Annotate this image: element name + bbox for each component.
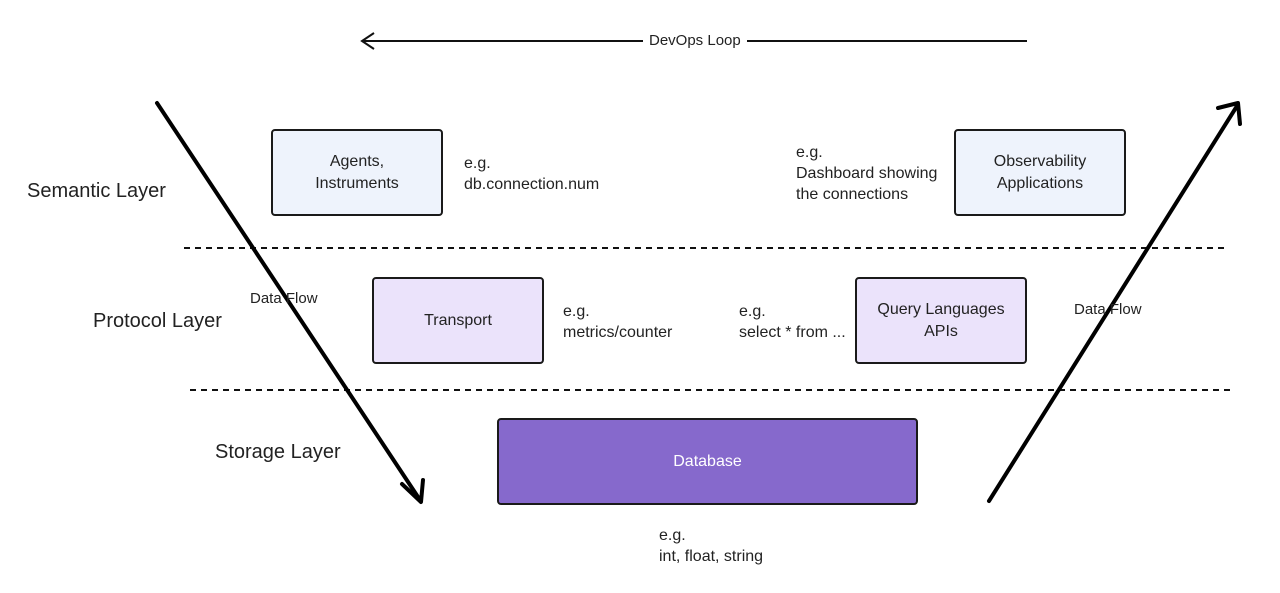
transport-box: Transport xyxy=(372,277,544,364)
data-flow-up-arrowhead xyxy=(1216,101,1242,126)
database-label: Database xyxy=(673,452,742,470)
observability-applications-box: Observability Applications xyxy=(954,129,1126,216)
query-languages-label: Query Languages APIs xyxy=(877,300,1005,340)
database-example-note: e.g. int, float, string xyxy=(659,527,764,565)
protocol-layer-label: Protocol Layer xyxy=(93,310,222,332)
query-example-note: e.g. select * from ... xyxy=(739,303,846,341)
database-box: Database xyxy=(497,418,918,505)
data-flow-down-arrow xyxy=(155,101,422,502)
agents-instruments-box: Agents, Instruments xyxy=(271,129,443,216)
agents-instruments-label: Agents, Instruments xyxy=(315,152,399,192)
observability-applications-label: Observability Applications xyxy=(993,152,1087,192)
devops-loop-label: DevOps Loop xyxy=(643,32,747,49)
observability-example-note: e.g. Dashboard showing the connections xyxy=(796,144,938,203)
data-flow-up-arrow xyxy=(987,104,1239,503)
data-flow-down-arrowhead xyxy=(400,478,425,504)
devops-loop-arrowhead xyxy=(360,32,375,50)
semantic-layer-label: Semantic Layer xyxy=(27,180,166,202)
agents-example-note: e.g. db.connection.num xyxy=(464,155,600,193)
transport-example-note: e.g. metrics/counter xyxy=(563,303,673,341)
query-languages-box: Query Languages APIs xyxy=(855,277,1027,364)
data-flow-right-label: Data Flow xyxy=(1074,301,1142,318)
storage-layer-label: Storage Layer xyxy=(215,441,341,463)
transport-label: Transport xyxy=(424,311,492,329)
data-flow-left-label: Data Flow xyxy=(250,290,318,307)
